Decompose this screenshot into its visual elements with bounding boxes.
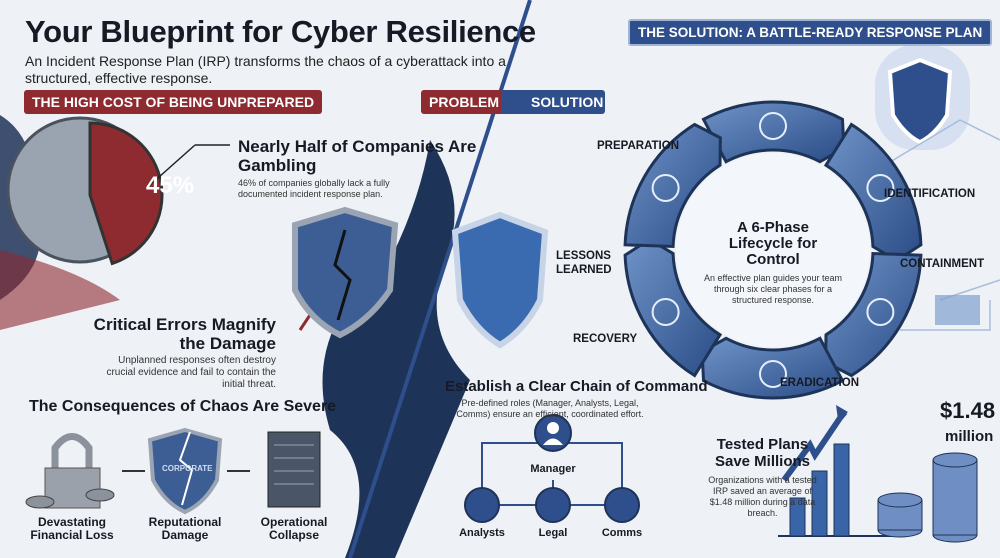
unprepared-banner: THE HIGH COST OF BEING UNPREPARED: [24, 90, 323, 114]
legal-gavel-icon: [535, 487, 571, 523]
consequences-title: The Consequences of Chaos Are Severe: [29, 398, 337, 415]
phase-containment: CONTAINMENT: [900, 258, 985, 270]
solution-banner: SOLUTION: [501, 90, 605, 114]
errors-body: Unplanned responses often destroy crucia…: [106, 355, 276, 390]
phase-icon: [759, 360, 787, 388]
phase-icon: [759, 112, 787, 140]
lifecycle-segment-recovery: [623, 237, 723, 378]
consequence-financial-label: Devastating Financial Loss: [30, 515, 114, 542]
savings-bar-chart: [778, 405, 978, 543]
gambling-title: Nearly Half of Companies Are Gambling: [238, 137, 477, 175]
cracked-server-icon: [267, 431, 321, 508]
role-circles: [464, 414, 640, 523]
comms-megaphone-icon: [604, 487, 640, 523]
broken-padlock-coins-icon: [25, 433, 115, 509]
gambling-body: 46% of companies globally lack a fully d…: [238, 178, 390, 199]
lifecycle-segment-preparation: [701, 100, 846, 164]
callout-line: [149, 144, 230, 186]
problem-banner: PROBLEM: [421, 90, 501, 114]
phase-identification: IDENTIFICATION: [884, 188, 976, 200]
lifecycle-segment-lessons-learned: [623, 122, 722, 249]
savings-amount: $1.48: [940, 398, 996, 423]
errors-title: Critical Errors Magnify the Damage: [93, 315, 276, 353]
lifecycle-segment-containment: [824, 251, 923, 378]
lifecycle-body: An effective plan guides your team throu…: [704, 273, 842, 305]
shield-vault-icon: [875, 45, 970, 150]
role-analysts-label: Analysts: [459, 527, 505, 539]
corporate-shield-text: CORPORATE: [162, 464, 213, 473]
server-stack-icon: [935, 295, 980, 325]
chain-title: Establish a Clear Chain of Command: [445, 378, 708, 395]
role-legal-label: Legal: [538, 527, 568, 539]
phase-icon: [866, 298, 895, 326]
divider-chaos-band: [322, 140, 470, 558]
pie-slice-45: [88, 121, 164, 266]
savings-unit: million: [945, 428, 994, 445]
chain-body: Pre-defined roles (Manager, Analysts, Le…: [456, 398, 644, 419]
phase-icon: [651, 174, 680, 202]
broken-shield-icon: [147, 427, 223, 515]
lifecycle-ring: [623, 100, 923, 400]
consequence-operational-label: Operational Collapse: [260, 515, 328, 542]
page-subtitle: An Incident Response Plan (IRP) transfor…: [25, 53, 506, 86]
consequence-reputational-label: Reputational Damage: [148, 515, 222, 542]
tested-body: Organizations with a tested IRP saved an…: [708, 475, 817, 518]
phase-lessons-learned: LESSONS LEARNED: [556, 250, 612, 276]
tested-title: Tested Plans Save Millions: [714, 436, 811, 470]
phase-recovery: RECOVERY: [573, 333, 638, 345]
lifecycle-center: [676, 153, 870, 347]
lifecycle-segment-identification: [823, 122, 923, 263]
pie-value-label: 45%: [146, 172, 195, 199]
chaos-streak: [0, 250, 120, 330]
phase-icon: [651, 298, 680, 326]
protective-shield-icon: [451, 211, 549, 349]
solution-plan-banner: THE SOLUTION: A BATTLE-READY RESPONSE PL…: [628, 19, 993, 46]
analysts-gear-magnifier-icon: [464, 487, 500, 523]
phase-eradication: ERADICATION: [780, 377, 860, 389]
page-title: Your Blueprint for Cyber Resilience: [25, 14, 536, 49]
phase-preparation: PREPARATION: [597, 140, 679, 152]
lifecycle-title: A 6-Phase Lifecycle for Control: [728, 219, 818, 268]
cracked-shield-icon: [292, 206, 399, 339]
phase-icon: [866, 174, 895, 202]
pie-chart: [6, 116, 164, 266]
role-comms-label: Comms: [601, 527, 643, 539]
role-manager-label: Manager: [530, 463, 576, 475]
lifecycle-segment-eradication: [700, 336, 845, 400]
